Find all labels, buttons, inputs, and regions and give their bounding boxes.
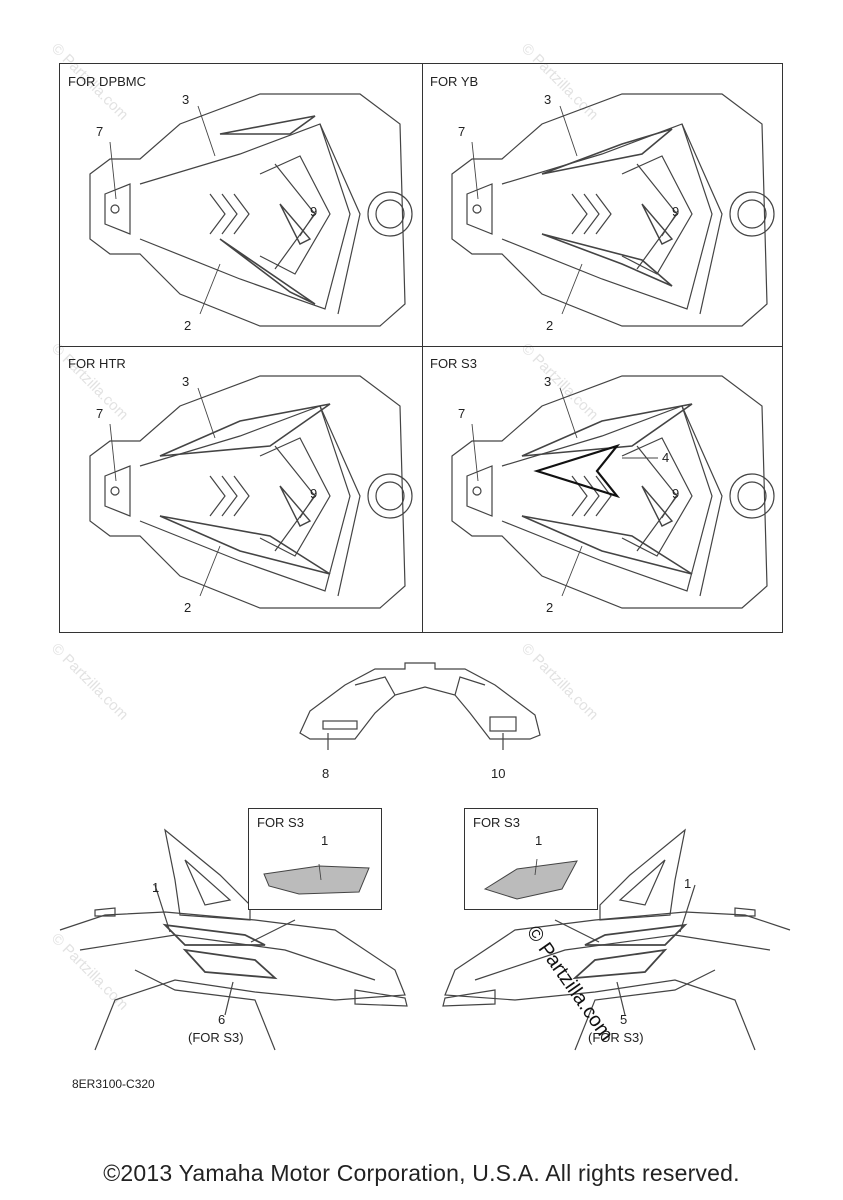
watermark: © Partzilla.com [47, 640, 132, 724]
callout-label: 2 [184, 318, 192, 333]
callout-label: 9 [310, 486, 318, 501]
hood-drawing [451, 375, 775, 609]
panel-title: FOR DPBMC [68, 74, 146, 89]
panel-grid: FOR DPBMC 3 7 9 2 [59, 63, 783, 633]
callout-label: 1 [535, 833, 543, 848]
callout-label: 3 [182, 374, 190, 389]
decal-drawing [263, 863, 370, 895]
panel-s3: FOR S3 3 7 4 9 2 [422, 346, 784, 628]
callout-label: 6 [218, 1012, 226, 1027]
hood-drawing [451, 93, 775, 327]
inset-box: FOR S3 1 [248, 808, 382, 910]
hood-drawing [89, 93, 413, 327]
callout-label: 9 [310, 204, 318, 219]
callout-label: 7 [458, 406, 466, 421]
hood-drawing [89, 375, 413, 609]
callout-label: (FOR S3) [588, 1030, 644, 1045]
callout-label: 1 [152, 880, 160, 895]
callout-label: 7 [458, 124, 466, 139]
callout-label: 1 [321, 833, 329, 848]
left-side-drawing [59, 828, 408, 1051]
callout-label: 10 [491, 766, 506, 781]
copyright-footer: ©2013 Yamaha Motor Corporation, U.S.A. A… [103, 1160, 740, 1186]
panel-dpbmc: FOR DPBMC 3 7 9 2 [60, 64, 422, 346]
panel-title: FOR S3 [430, 356, 477, 371]
callout-label: 1 [684, 876, 692, 891]
grid-divider [60, 346, 782, 348]
inset-title: FOR S3 [473, 815, 520, 830]
callout-label: 4 [662, 450, 670, 465]
callout-label: (FOR S3) [188, 1030, 244, 1045]
callout-label: 7 [96, 406, 104, 421]
callout-label: 3 [182, 92, 190, 107]
callout-label: 2 [546, 600, 554, 615]
callout-label: 7 [96, 124, 104, 139]
rear-part-drawing [299, 662, 541, 750]
right-side-drawing [442, 828, 791, 1051]
callout-label: 3 [544, 92, 552, 107]
decal-drawing [483, 858, 578, 900]
callout-label: 8 [322, 766, 330, 781]
callout-label: 9 [672, 204, 680, 219]
inset-title: FOR S3 [257, 815, 304, 830]
grid-divider [422, 64, 424, 632]
panel-htr: FOR HTR 3 7 9 2 [60, 346, 422, 628]
callout-label: 9 [672, 486, 680, 501]
callout-label: 2 [546, 318, 554, 333]
panel-yb: FOR YB 3 7 9 2 [422, 64, 784, 346]
panel-title: FOR YB [430, 74, 479, 89]
callout-label: 5 [620, 1012, 628, 1027]
diagram-code: 8ER3100-C320 [72, 1077, 155, 1091]
panel-title: FOR HTR [68, 356, 126, 371]
inset-box: FOR S3 1 [464, 808, 598, 910]
callout-label: 2 [184, 600, 192, 615]
callout-label: 3 [544, 374, 552, 389]
